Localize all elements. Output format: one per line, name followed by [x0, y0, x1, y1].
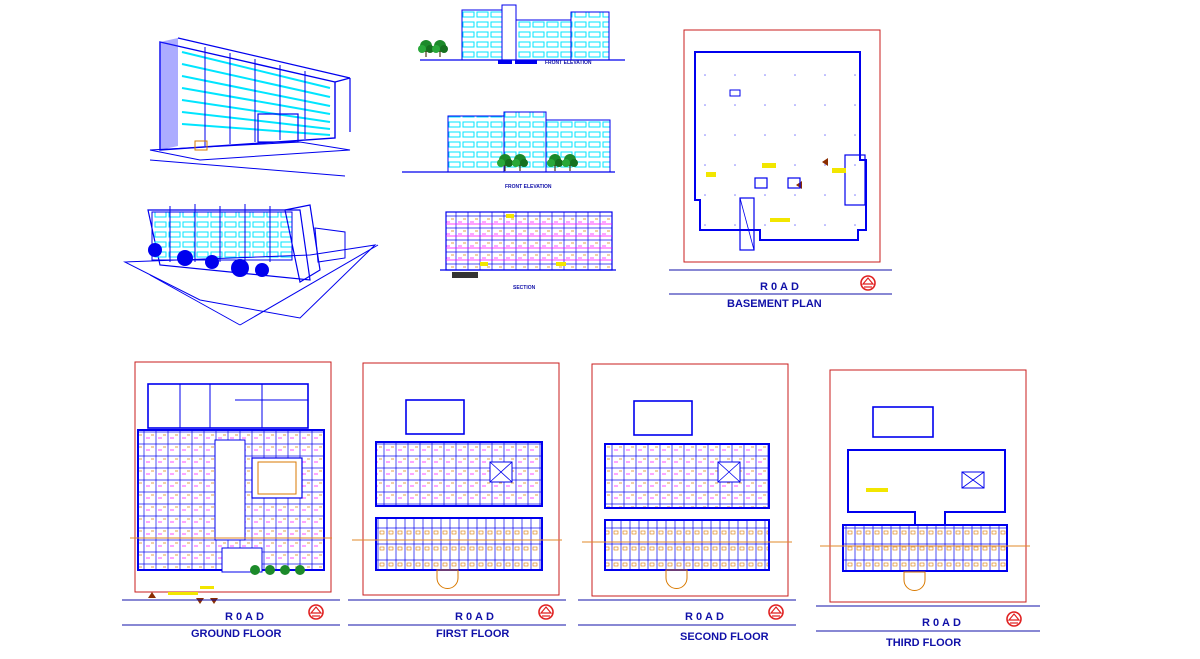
road-sign-icon	[768, 604, 784, 620]
first-floor-road-label: R0AD	[455, 611, 497, 623]
ground-floor-plan: R0AD GROUND FLOOR	[122, 361, 340, 640]
basement-plan-title: BASEMENT PLAN	[727, 298, 822, 310]
basement-road-label: R0AD	[760, 281, 802, 293]
road-sign-icon	[1006, 611, 1022, 627]
basement-plan: R0AD BASEMENT PLAN	[669, 29, 892, 310]
road-sign-icon	[860, 275, 876, 291]
first-floor-title: FIRST FLOOR	[436, 628, 509, 640]
second-floor-plan: R0AD SECOND FLOOR	[578, 363, 796, 643]
first-floor-plan: R0AD FIRST FLOOR	[348, 362, 566, 640]
third-floor-plan: R0AD THIRD FLOOR	[816, 369, 1040, 649]
front-elevation-top: FRONT ELEVATION	[417, 4, 625, 66]
third-floor-title: THIRD FLOOR	[886, 637, 961, 649]
second-floor-road-label: R0AD	[685, 611, 727, 623]
front-elevation-top-label: FRONT ELEVATION	[545, 60, 592, 66]
front-elevation-mid-label: FRONT ELEVATION	[505, 184, 552, 190]
section-label: SECTION	[513, 285, 536, 291]
road-sign-icon	[538, 604, 554, 620]
perspective-view-front	[149, 37, 351, 177]
road-sign-icon	[308, 604, 324, 620]
second-floor-title: SECOND FLOOR	[680, 631, 769, 643]
third-floor-road-label: R0AD	[922, 617, 964, 629]
front-elevation-mid: FRONT ELEVATION	[402, 111, 615, 190]
building-section: SECTION	[440, 211, 616, 291]
ground-floor-road-label: R0AD	[225, 611, 267, 623]
ground-floor-title: GROUND FLOOR	[191, 628, 281, 640]
perspective-view-aerial	[123, 204, 379, 326]
